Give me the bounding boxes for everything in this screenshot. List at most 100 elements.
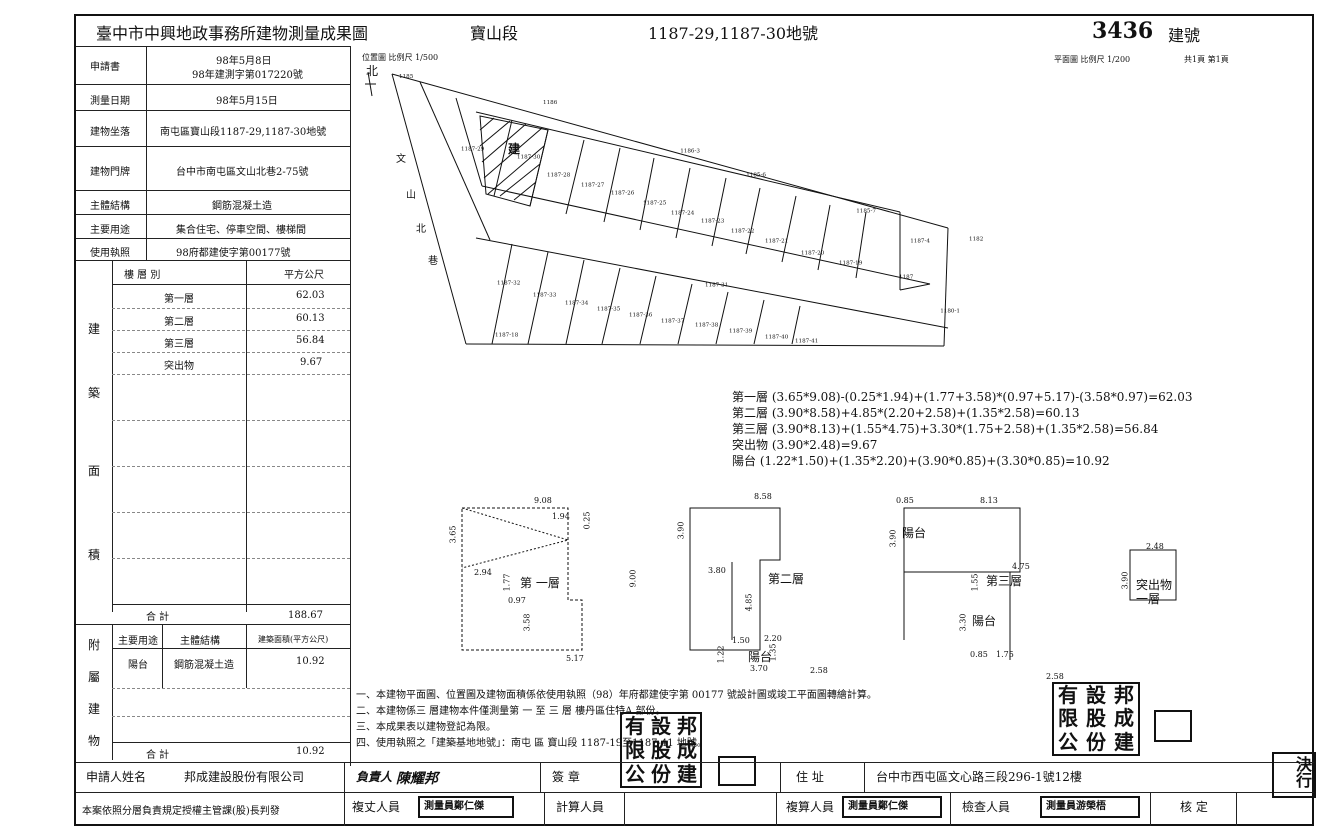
floor-area: 9.67 [300,357,323,368]
parcel-label: 1187-23 [700,217,725,224]
area-formula: 第三層 (3.90*8.13)+(1.55*4.75)+3.30*(1.75+2… [732,422,1159,436]
authorization-rule: 本案依照分層負責規定授權主管課(股)長判發 [82,806,280,817]
table-line [950,792,951,826]
table-line [76,46,350,47]
street-char: 北 [416,224,426,235]
floor-name: 突出物 [164,361,194,372]
table-line [76,84,350,85]
plan-balcony-label: 陽台 [748,650,773,664]
plan-dim: 3.90 [676,521,686,540]
side-label: 積 [88,548,101,562]
floor-name: 第三層 [164,339,194,350]
table-line [112,716,350,717]
total-area: 188.67 [288,610,323,621]
plan-dim: 9.00 [628,569,638,588]
inspector-label: 檢查人員 [962,800,1011,814]
table-line [76,190,350,191]
parcel-label: 1187-36 [628,311,653,318]
table-line [776,792,777,826]
parcel-label: 1180-1 [940,307,960,314]
seal-char: 建 [677,762,697,786]
plan-dim: 1.50 [732,636,750,645]
plan-floor-label: 第 一層 [520,576,560,590]
table-line [162,624,163,688]
seal-label: 簽 章 [552,770,580,784]
table-line [76,110,350,111]
side-label: 築 [88,386,101,400]
plan-dim: 2.48 [1146,542,1164,551]
applicant-name: 邦成建設股份有限公司 [184,770,305,784]
table-line [112,374,350,375]
parcel-label: 1187-33 [532,291,557,298]
seal-char: 限 [625,738,645,762]
annex-structure-header: 主體結構 [180,636,220,647]
person-label: 負責人 [356,770,393,784]
table-line [112,330,350,331]
annex-use-header: 主要用途 [118,636,158,647]
parcel-label: 1187-26 [610,189,635,196]
north-arrow-icon [365,71,376,97]
seal-char: 成 [1114,706,1134,731]
section-name: 寶山段 [470,24,519,43]
parcel-label: 1187-41 [794,337,819,344]
recheck-label: 複算人員 [786,800,835,814]
plan-dim: 1.77 [502,573,512,592]
parcel-label: 1187-31 [704,281,729,288]
floor-area: 56.84 [296,335,325,346]
parcel-label: 1187-38 [694,321,719,328]
parcel-label: 1185 [399,73,414,80]
plan-dim: 8.13 [980,496,998,505]
rechecker-stamp: 測量員鄭仁傑 [842,796,942,818]
row-value: 98府都建使字第00177號 [176,248,291,259]
seal-char: 建 [1114,729,1134,754]
row-label: 主要用途 [90,225,130,236]
plan-dim: 3.70 [750,664,768,673]
note-line: 一、本建物平面圖、位置圖及建物面積係依使用執照（98）年府都建使字第 00177… [356,690,877,701]
seal-char: 成 [677,738,697,762]
table-line [112,742,350,743]
seal-char: 公 [1058,729,1078,754]
row-label: 測量日期 [90,96,130,107]
parcel-label: 1187-4 [910,237,930,244]
parcel-label: 1187-32 [496,279,521,286]
table-line [112,648,350,649]
applicant-label: 申請人姓名 [86,770,147,784]
plan-dim: 3.80 [708,566,726,575]
table-line [112,688,350,689]
north-label: 北 [366,64,379,78]
left-table-divider [146,46,147,260]
parcel-label: 1186 [543,99,558,106]
table-line [112,466,350,467]
second-floor-outline [689,507,781,651]
plan-dim: 1.94 [552,512,570,521]
parcel-label: 1185-7 [856,207,876,214]
table-line [112,352,350,353]
row-label: 建物門牌 [90,167,130,178]
parcel-label: 1187-22 [730,227,755,234]
parcel-label: 1185-6 [746,171,766,178]
table-line [246,260,247,612]
plan-floor-label: 突出物 一層 [1136,578,1173,606]
area-formula: 第二層 (3.90*8.58)+4.85*(2.20+2.58)+(1.35*2… [732,406,1080,420]
street-char: 山 [406,190,416,201]
row-value: 98年5月15日 [216,96,278,107]
table-line [112,558,350,559]
table-line [76,260,350,261]
table-line [544,792,545,826]
parcel-label: 1187-28 [546,171,571,178]
company-seal-stamp: 有 設 邦 限 股 成 公 份 建 [1052,682,1140,756]
row-value: 集合住宅、停車空間、樓梯間 [176,225,306,236]
parcel-label: 1187-35 [596,305,621,312]
plan-dim: 4.85 [744,593,754,612]
side-label: 物 [88,734,101,748]
row-value: 台中市南屯區文山北巷2-75號 [176,167,309,178]
seal-char: 股 [1086,706,1106,731]
reviewer-stamp: 測量員鄭仁傑 [418,796,514,818]
side-label: 面 [88,464,101,478]
approval-label: 核 定 [1180,800,1208,814]
row-value: 98年5月8日 [216,56,272,67]
plan-dim: 4.75 [1012,562,1030,571]
plan-dim: 9.08 [534,496,552,505]
parcel-label: 1187-30 [516,153,541,160]
